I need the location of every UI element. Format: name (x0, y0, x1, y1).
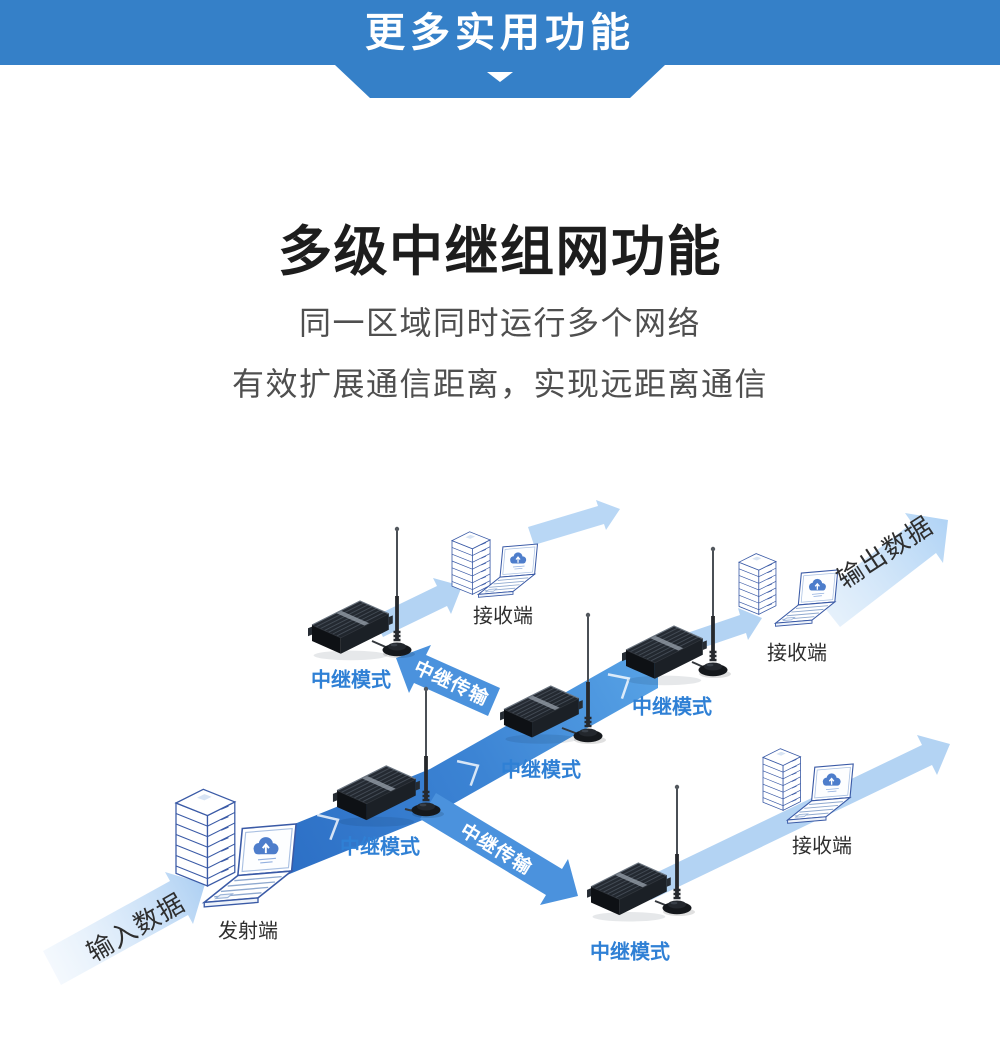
banner-title: 更多实用功能 (365, 10, 635, 56)
relay-mode-label-5: 中继模式 (590, 939, 670, 964)
receiver-label-3: 接收端 (792, 833, 852, 858)
relay-transmission-arrow-up (396, 645, 500, 716)
relay-mode-label-1: 中继模式 (311, 667, 391, 692)
band-chevron-icons (316, 673, 631, 841)
server-stack (451, 531, 491, 595)
relay-mode-label-3: 中继模式 (632, 694, 712, 719)
antenna-icon-3 (696, 544, 733, 680)
receiver-group-1 (451, 531, 539, 598)
antenna-icon-1 (380, 524, 417, 660)
subtitle-line-2: 有效扩展通信距离，实现远距离通信 (231, 365, 768, 403)
output-data-arrow (816, 513, 948, 627)
relay-device-1 (307, 600, 394, 661)
page-title: 多级中继组网功能 (278, 220, 722, 283)
server-stack (175, 788, 236, 887)
input-data-arrow (43, 872, 205, 985)
arrow-receiver1-out (528, 500, 620, 545)
receiver-label-1: 接收端 (473, 603, 533, 628)
server-stack (738, 553, 777, 615)
down-triangle-icon (487, 72, 513, 82)
transmitter-label: 发射端 (218, 918, 278, 943)
receiver-label-2: 接收端 (767, 640, 827, 665)
laptop (774, 569, 839, 627)
arrow-relay3-to-receiver2 (690, 608, 762, 650)
relay-mode-label-2: 中继模式 (501, 757, 581, 782)
relay-transmission-arrows (396, 645, 578, 905)
relay-transmission-arrow-down (420, 793, 578, 905)
server-stack (762, 748, 801, 811)
relay-mode-label-4: 中继模式 (340, 834, 420, 859)
antenna-icon-5 (660, 782, 697, 918)
banner-bar (0, 0, 1000, 65)
receiver-group-3 (762, 748, 854, 824)
relay-device-5 (586, 862, 672, 923)
subtitle-line-1: 同一区域同时运行多个网络 (298, 304, 701, 342)
